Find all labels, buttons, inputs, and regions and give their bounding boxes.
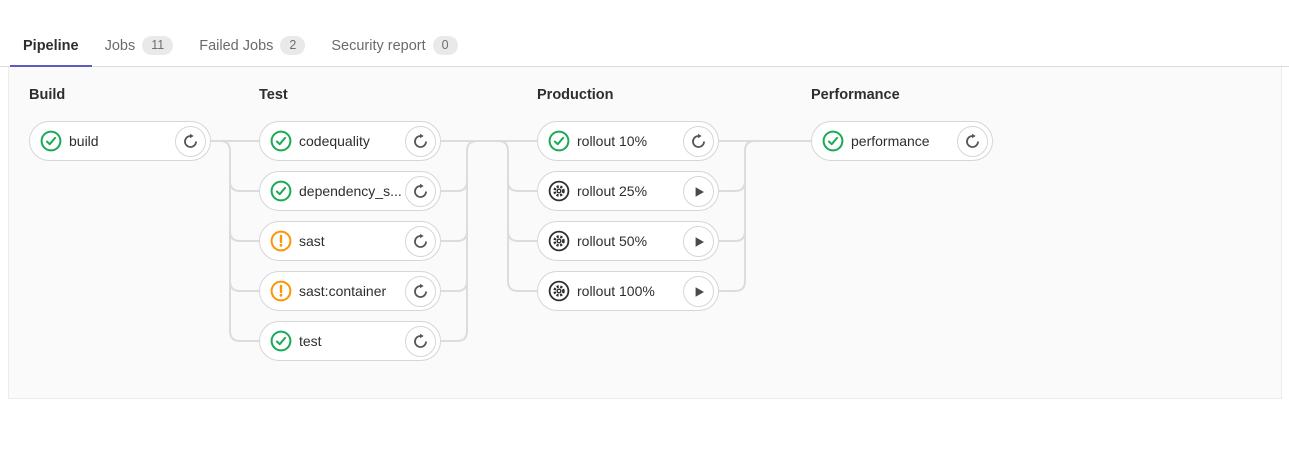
play-button[interactable] — [683, 176, 714, 207]
retry-icon — [690, 133, 707, 150]
retry-icon — [412, 333, 429, 350]
tab-count-badge: 2 — [280, 36, 306, 55]
retry-icon — [412, 283, 429, 300]
stage-jobs: codequality dependency_s... sast sast:co… — [259, 121, 441, 361]
manual-status-icon — [548, 280, 570, 302]
job-label: codequality — [299, 133, 370, 149]
tab-pipeline[interactable]: Pipeline — [10, 26, 92, 67]
success-status-icon — [40, 130, 62, 152]
stage-jobs: performance — [811, 121, 993, 161]
retry-button[interactable] — [175, 126, 206, 157]
warning-status-icon — [270, 230, 292, 252]
retry-icon — [412, 233, 429, 250]
job-sast-container[interactable]: sast:container — [259, 271, 441, 311]
stage-build: Build build — [29, 87, 211, 171]
retry-button[interactable] — [405, 326, 436, 357]
retry-button[interactable] — [957, 126, 988, 157]
tab-failed-jobs[interactable]: Failed Jobs 2 — [186, 26, 318, 67]
job-rollout-100[interactable]: rollout 100% — [537, 271, 719, 311]
job-codequality[interactable]: codequality — [259, 121, 441, 161]
success-status-icon — [270, 180, 292, 202]
play-icon — [692, 185, 706, 199]
tab-label: Pipeline — [23, 37, 79, 54]
stage-jobs: rollout 10% rollout 25% rollout 50% roll… — [537, 121, 719, 311]
success-status-icon — [270, 330, 292, 352]
warning-status-icon — [270, 280, 292, 302]
manual-status-icon — [548, 230, 570, 252]
success-status-icon — [548, 130, 570, 152]
tab-jobs[interactable]: Jobs 11 — [92, 26, 187, 67]
job-label: sast — [299, 233, 325, 249]
job-performance[interactable]: performance — [811, 121, 993, 161]
stage-name: Performance — [811, 87, 900, 103]
job-label: build — [69, 133, 99, 149]
retry-button[interactable] — [405, 276, 436, 307]
job-test[interactable]: test — [259, 321, 441, 361]
job-rollout-10[interactable]: rollout 10% — [537, 121, 719, 161]
stage-name: Test — [259, 87, 288, 103]
play-icon — [692, 235, 706, 249]
retry-button[interactable] — [405, 176, 436, 207]
retry-button[interactable] — [405, 226, 436, 257]
tab-security-report[interactable]: Security report 0 — [318, 26, 470, 67]
retry-icon — [964, 133, 981, 150]
job-label: sast:container — [299, 283, 387, 299]
stage-test: Test codequality dependency_s... sast sa… — [259, 87, 441, 371]
retry-icon — [182, 133, 199, 150]
play-button[interactable] — [683, 276, 714, 307]
success-status-icon — [822, 130, 844, 152]
retry-button[interactable] — [683, 126, 714, 157]
job-label: rollout 50% — [577, 233, 648, 249]
stage-name: Production — [537, 87, 614, 103]
retry-icon — [412, 133, 429, 150]
job-sast[interactable]: sast — [259, 221, 441, 261]
stage-performance: Performance performance — [811, 87, 993, 171]
stage-production: Production rollout 10% rollout 25% rollo… — [537, 87, 719, 321]
tab-label: Jobs — [104, 37, 136, 54]
job-build[interactable]: build — [29, 121, 211, 161]
tab-count-badge: 0 — [432, 36, 458, 55]
job-label: rollout 25% — [577, 183, 648, 199]
job-rollout-25[interactable]: rollout 25% — [537, 171, 719, 211]
job-label: performance — [851, 133, 930, 149]
stage-jobs: build — [29, 121, 211, 161]
pipeline-tabs-bar: Pipeline Jobs 11 Failed Jobs 2 Security … — [0, 0, 1289, 67]
play-icon — [692, 285, 706, 299]
play-button[interactable] — [683, 226, 714, 257]
manual-status-icon — [548, 180, 570, 202]
job-label: test — [299, 333, 322, 349]
retry-button[interactable] — [405, 126, 436, 157]
tab-count-badge: 11 — [142, 36, 174, 55]
pipeline-graph: Build build Test codequality dependency_… — [8, 67, 1282, 399]
tab-label: Security report — [331, 37, 426, 54]
job-rollout-50[interactable]: rollout 50% — [537, 221, 719, 261]
tab-label: Failed Jobs — [199, 37, 274, 54]
stage-name: Build — [29, 87, 66, 103]
job-dependency-s[interactable]: dependency_s... — [259, 171, 441, 211]
success-status-icon — [270, 130, 292, 152]
job-label: rollout 100% — [577, 283, 655, 299]
pipeline-tabs: Pipeline Jobs 11 Failed Jobs 2 Security … — [10, 26, 471, 67]
job-label: rollout 10% — [577, 133, 648, 149]
job-label: dependency_s... — [299, 183, 402, 199]
retry-icon — [412, 183, 429, 200]
